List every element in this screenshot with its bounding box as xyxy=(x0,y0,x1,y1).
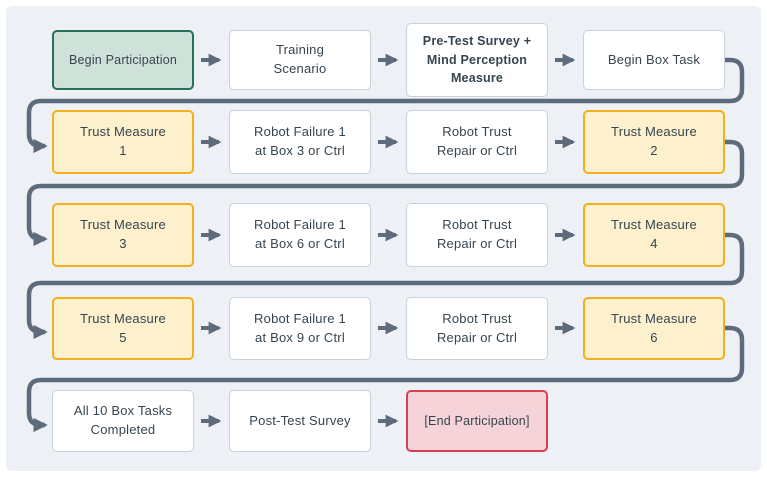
flow-box-trust-measure-2: Trust Measure 2 xyxy=(583,110,725,174)
flow-box-robot-trust-repair-3: Robot Trust Repair or Ctrl xyxy=(406,297,548,360)
flow-box-trust-measure-5: Trust Measure 5 xyxy=(52,297,194,360)
flow-box-trust-measure-3: Trust Measure 3 xyxy=(52,203,194,267)
wrap-connector-row2-row3 xyxy=(26,139,745,247)
wrap-connector-row4-row5 xyxy=(26,325,745,433)
wrap-connector-row3-row4 xyxy=(26,232,745,340)
flow-box-pre-test-survey: Pre-Test Survey + Mind Perception Measur… xyxy=(406,23,548,97)
flow-box-begin-participation: Begin Participation xyxy=(52,30,194,90)
flow-box-robot-trust-repair-1: Robot Trust Repair or Ctrl xyxy=(406,110,548,174)
flow-box-trust-measure-1: Trust Measure 1 xyxy=(52,110,194,174)
flow-box-robot-failure-box-3: Robot Failure 1 at Box 3 or Ctrl xyxy=(229,110,371,174)
flow-box-trust-measure-4: Trust Measure 4 xyxy=(583,203,725,267)
flow-box-begin-box-task: Begin Box Task xyxy=(583,30,725,90)
flow-box-end-participation: [End Participation] xyxy=(406,390,548,452)
flow-box-all-box-tasks-completed: All 10 Box Tasks Completed xyxy=(52,390,194,452)
wrap-connector-row1-row2 xyxy=(26,57,745,154)
flow-box-robot-failure-box-9: Robot Failure 1 at Box 9 or Ctrl xyxy=(229,297,371,360)
flow-box-trust-measure-6: Trust Measure 6 xyxy=(583,297,725,360)
flow-box-post-test-survey: Post-Test Survey xyxy=(229,390,371,452)
flow-box-robot-failure-box-6: Robot Failure 1 at Box 6 or Ctrl xyxy=(229,203,371,267)
flow-box-training-scenario: Training Scenario xyxy=(229,30,371,90)
flow-box-robot-trust-repair-2: Robot Trust Repair or Ctrl xyxy=(406,203,548,267)
